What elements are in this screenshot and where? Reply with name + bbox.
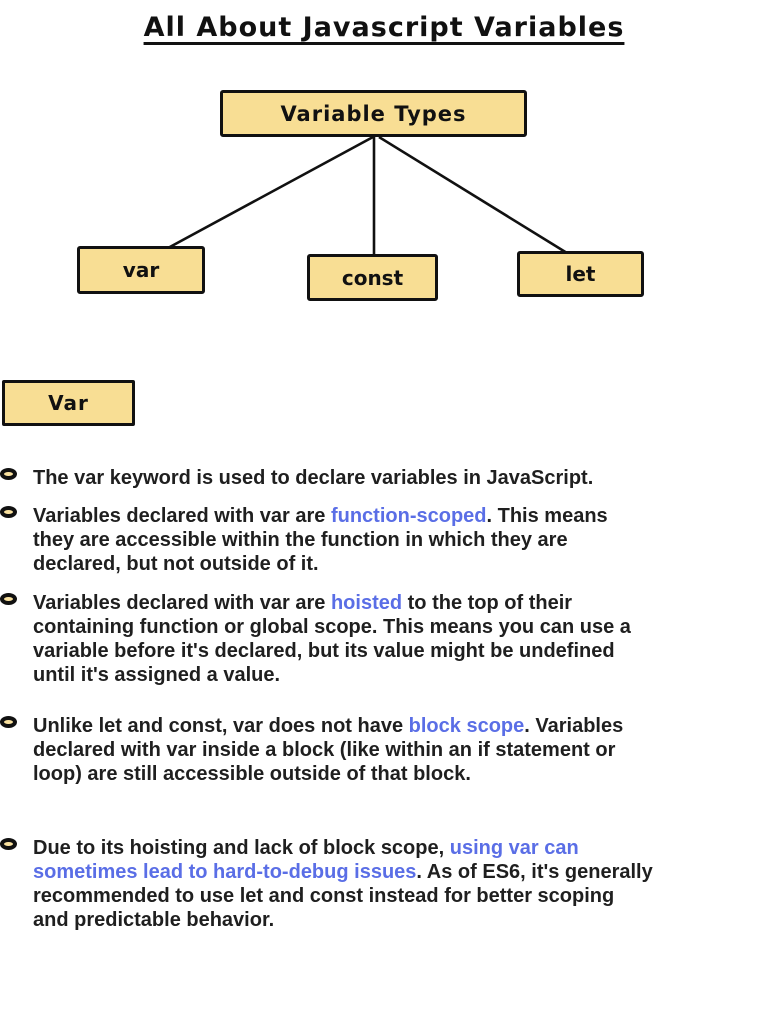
text-run: variable before it's declared, but its v… (33, 640, 615, 662)
section-heading-var: Var (2, 380, 135, 426)
text-run: . This means (486, 505, 608, 527)
highlighted-text: using var can (449, 837, 579, 859)
text-line: The var keyword is used to declare varia… (33, 466, 768, 490)
text-run: until it's assigned a value. (33, 664, 281, 686)
diagram-connector-lines (167, 135, 568, 256)
text-run: they are accessible within the function … (33, 529, 568, 551)
bullet-circle-icon (0, 716, 17, 728)
text-line: until it's assigned a value. (33, 663, 768, 687)
highlighted-text: hoisted (330, 592, 403, 614)
text-run: containing function or global scope. Thi… (33, 616, 631, 638)
diagram-node-const: const (307, 254, 438, 301)
bullet-circle-icon (0, 593, 17, 605)
text-run: declared with var inside a block (like w… (33, 739, 616, 761)
bullet-text: Variables declared with var are function… (33, 504, 768, 576)
highlighted-text: block scope (408, 715, 525, 737)
diagram-node-variable-types: Variable Types (220, 90, 527, 137)
bullet-text: Due to its hoisting and lack of block sc… (33, 836, 768, 932)
var-bullet-list: The var keyword is used to declare varia… (0, 466, 768, 932)
diagram-node-let: let (517, 251, 644, 297)
text-run: declared, but not outside of it. (33, 553, 319, 575)
bullet-circle-icon (0, 838, 17, 850)
bullet-circle-icon (0, 468, 17, 480)
text-line: containing function or global scope. Thi… (33, 615, 768, 639)
page-title: All About Javascript Variables (143, 12, 625, 43)
text-line: Variables declared with var are function… (33, 504, 768, 528)
text-line: declared, but not outside of it. (33, 552, 768, 576)
text-run: . Variables (524, 715, 624, 737)
text-line: recommended to use let and const instead… (33, 884, 768, 908)
bullet-text: Variables declared with var are hoisted … (33, 591, 768, 687)
text-run: The var keyword is used to declare varia… (33, 467, 594, 489)
list-item: Unlike let and const, var does not have … (0, 714, 768, 786)
text-line: they are accessible within the function … (33, 528, 768, 552)
text-run: Unlike let and const, var does not have (33, 715, 409, 737)
list-item: Due to its hoisting and lack of block sc… (0, 836, 768, 932)
text-line: loop) are still accessible outside of th… (33, 762, 768, 786)
text-run: Variables declared with var are (33, 505, 331, 527)
variable-types-diagram: Variable Types var const let (0, 0, 768, 330)
text-line: and predictable behavior. (33, 908, 768, 932)
list-item: The var keyword is used to declare varia… (0, 466, 768, 490)
text-run: Variables declared with var are (33, 592, 331, 614)
text-run: . As of ES6, it's generally (416, 861, 653, 883)
diagram-node-var: var (77, 246, 205, 294)
text-line: sometimes lead to hard-to-debug issues. … (33, 860, 768, 884)
text-run: to the top of their (402, 592, 573, 614)
text-run: loop) are still accessible outside of th… (33, 763, 471, 785)
highlighted-text: function-scoped (330, 505, 487, 527)
text-line: variable before it's declared, but its v… (33, 639, 768, 663)
bullet-text: The var keyword is used to declare varia… (33, 466, 768, 490)
text-run: and predictable behavior. (33, 909, 275, 931)
text-run: recommended to use let and const instead… (33, 885, 615, 907)
list-item: Variables declared with var are function… (0, 504, 768, 576)
bullet-text: Unlike let and const, var does not have … (33, 714, 768, 786)
text-run: Due to its hoisting and lack of block sc… (33, 837, 450, 859)
highlighted-text: sometimes lead to hard-to-debug issues (33, 861, 417, 883)
text-line: Unlike let and const, var does not have … (33, 714, 768, 738)
text-line: declared with var inside a block (like w… (33, 738, 768, 762)
bullet-circle-icon (0, 506, 17, 518)
list-item: Variables declared with var are hoisted … (0, 591, 768, 687)
text-line: Due to its hoisting and lack of block sc… (33, 836, 768, 860)
text-line: Variables declared with var are hoisted … (33, 591, 768, 615)
